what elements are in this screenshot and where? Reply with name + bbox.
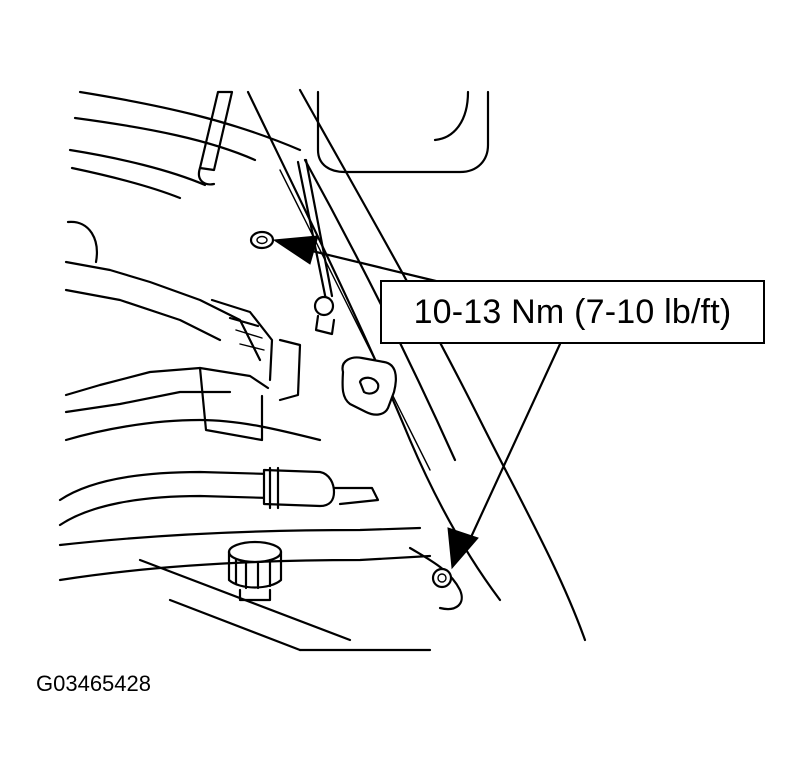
upper-bracket	[316, 90, 490, 174]
engine-components	[64, 220, 322, 442]
upper-bolt	[249, 230, 275, 250]
arrow-lower-bolt	[447, 342, 562, 570]
lower-bolt	[431, 567, 453, 589]
figure-id: G03465428	[36, 671, 151, 696]
reservoir-cap	[227, 540, 283, 602]
cowl-clip	[341, 356, 397, 416]
hood-prop-rod	[197, 90, 336, 336]
coolant-hose	[58, 466, 380, 527]
hood-outline	[68, 90, 302, 200]
lower-crossmember	[58, 526, 463, 652]
arrow-upper-bolt	[272, 235, 442, 284]
torque-spec-label: 10-13 Nm (7-10 lb/ft)	[413, 292, 732, 331]
torque-callout: 10-13 Nm (7-10 lb/ft)	[380, 280, 765, 344]
